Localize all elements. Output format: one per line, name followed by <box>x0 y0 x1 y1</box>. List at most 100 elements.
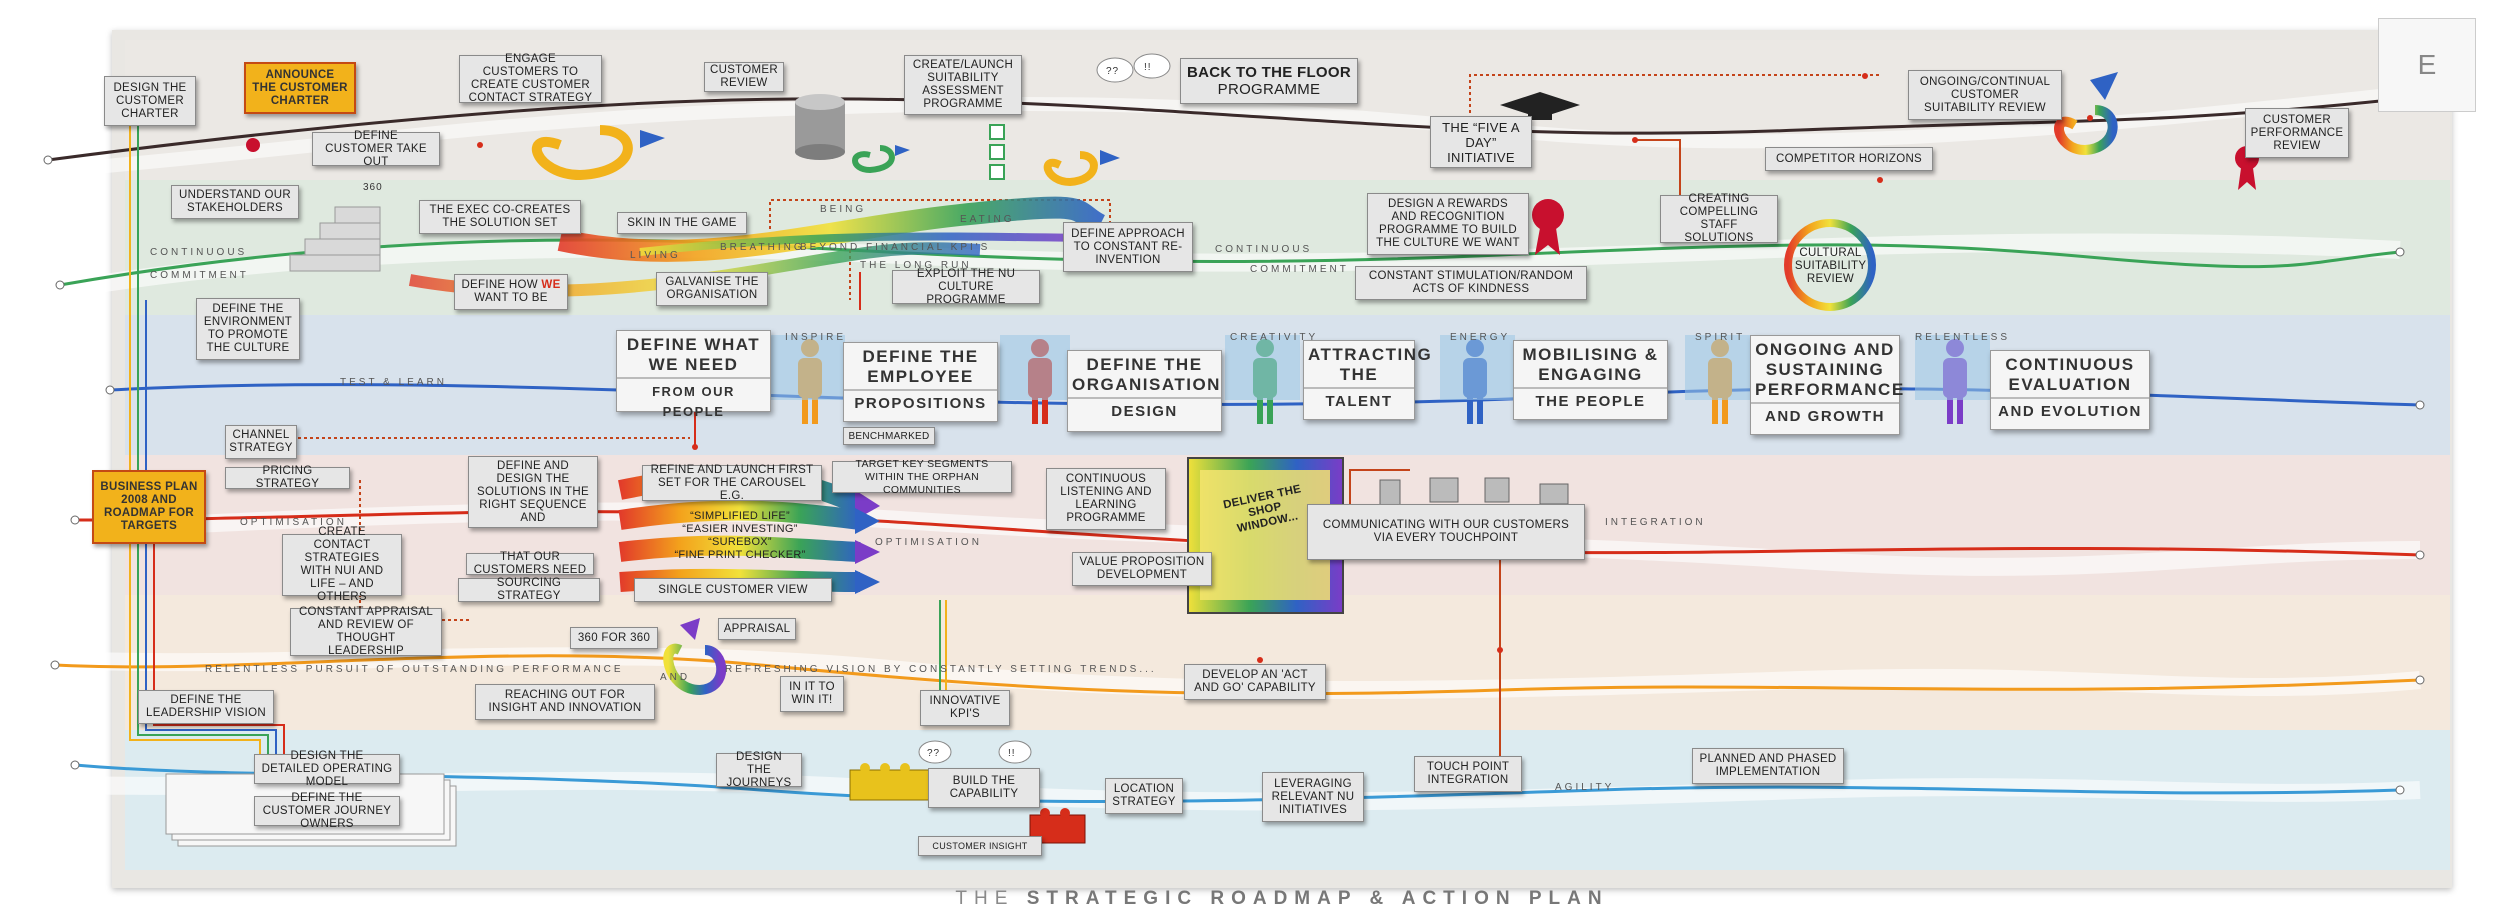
in-it-box[interactable]: IN IT TO WIN IT! <box>780 676 844 712</box>
stakeholders-label: UNDERSTAND OUR STAKEHOLDERS <box>179 189 291 214</box>
back-floor-box[interactable]: BACK TO THE FLOOR PROGRAMME <box>1180 58 1358 104</box>
define-takeout-label: DEFINE CUSTOMER TAKE OUT <box>325 129 427 168</box>
define-what-top: DEFINE WHAT WE NEED <box>626 335 761 374</box>
design-charter-box[interactable]: DESIGN THE CUSTOMER CHARTER <box>104 76 196 126</box>
continuous-listening-box[interactable]: CONTINUOUS LISTENING AND LEARNING PROGRA… <box>1046 468 1166 530</box>
constant-stim-box[interactable]: CONSTANT STIMULATION/RANDOM ACTS OF KIND… <box>1355 266 1587 300</box>
five-a-day-box[interactable]: THE “FIVE A DAY” INITIATIVE <box>1430 116 1532 168</box>
define-takeout-box[interactable]: DEFINE CUSTOMER TAKE OUT <box>312 129 440 168</box>
define-journey-owners-box[interactable]: DEFINE THE CUSTOMER JOURNEY OWNERS <box>254 792 400 830</box>
arc-being: BEING <box>820 204 866 215</box>
stakeholders-box[interactable]: UNDERSTAND OUR STAKEHOLDERS <box>171 185 299 219</box>
five-a-day-label: THE “FIVE A DAY” INITIATIVE <box>1442 119 1520 165</box>
curve-optimisation2: OPTIMISATION <box>875 537 982 548</box>
mobilise-box[interactable]: MOBILISING & ENGAGING THE PEOPLE <box>1513 340 1668 420</box>
sourcing-box[interactable]: SOURCING STRATEGY <box>458 577 600 602</box>
define-approach-box[interactable]: DEFINE APPROACH TO CONSTANT RE-INVENTION <box>1063 222 1193 272</box>
ongoing-box[interactable]: ONGOING AND SUSTAINING PERFORMANCE AND G… <box>1750 335 1903 435</box>
row6-q1: ?? <box>927 748 940 759</box>
develop-act-box[interactable]: DEVELOP AN 'ACT AND GO' CAPABILITY <box>1184 664 1326 700</box>
location-box[interactable]: LOCATION STRATEGY <box>1105 778 1183 814</box>
leveraging-box[interactable]: LEVERAGING RELEVANT NU INITIATIVES <box>1262 772 1364 822</box>
page-title: THE STRATEGIC ROADMAP & ACTION PLAN <box>112 888 2452 920</box>
planned-phased-box[interactable]: PLANNED AND PHASED IMPLEMENTATION <box>1692 748 1844 784</box>
design-op-box[interactable]: DESIGN THE DETAILED OPERATING MODEL <box>254 750 400 788</box>
design-journeys-box[interactable]: DESIGN THE JOURNEYS <box>716 751 802 789</box>
define-env-box[interactable]: DEFINE THE ENVIRONMENT TO PROMOTE THE CU… <box>196 298 300 360</box>
develop-act-label: DEVELOP AN 'ACT AND GO' CAPABILITY <box>1194 669 1316 694</box>
innovative-kpis-label: INNOVATIVE KPI'S <box>929 695 1001 720</box>
define-journey-owners-label: DEFINE THE CUSTOMER JOURNEY OWNERS <box>262 791 392 830</box>
appraisal-box[interactable]: APPRAISAL <box>718 618 796 640</box>
word-inspire: INSPIRE <box>785 332 846 343</box>
lego-yellow-icon <box>849 763 936 801</box>
constant-stim-label: CONSTANT STIMULATION/RANDOM ACTS OF KIND… <box>1368 270 1574 295</box>
galvanise-label: GALVANISE THE ORGANISATION <box>665 276 759 301</box>
carousel-item-3: “SUREBOX” <box>708 536 772 548</box>
customer-insight-box[interactable]: CUSTOMER INSIGHT <box>918 836 1042 856</box>
connector-4 <box>1635 139 1681 195</box>
create-contact-box[interactable]: CREATE CONTACT STRATEGIES WITH NUI AND L… <box>282 526 402 603</box>
single-view-box[interactable]: SINGLE CUSTOMER VIEW <box>634 578 832 602</box>
competitor-box[interactable]: COMPETITOR HORIZONS <box>1765 147 1933 171</box>
build-capability-box[interactable]: BUILD THE CAPABILITY <box>928 768 1040 808</box>
pricing-box[interactable]: PRICING STRATEGY <box>225 465 350 490</box>
org-box[interactable]: DEFINE THE ORGANISATION DESIGN <box>1067 350 1222 432</box>
sky-panels <box>770 335 1990 400</box>
arc-eating: EATING <box>960 214 1014 225</box>
continuous-box[interactable]: CONTINUOUS EVALUATION AND EVOLUTION <box>1990 350 2150 430</box>
creating-staff-box[interactable]: CREATING COMPELLING STAFF SOLUTIONS <box>1660 193 1778 244</box>
business-plan-box[interactable]: BUSINESS PLAN 2008 AND ROADMAP FOR TARGE… <box>92 470 206 544</box>
define-how-box[interactable]: DEFINE HOW WE WANT TO BE <box>454 274 568 310</box>
appraisal-label: APPRAISAL <box>723 622 791 635</box>
staircase-icon <box>289 206 381 272</box>
talent-top: ATTRACTING THE <box>1308 345 1433 384</box>
skin-in-game-box[interactable]: SKIN IN THE GAME <box>617 212 747 234</box>
curve-continuous2: CONTINUOUS <box>1215 244 1312 255</box>
define-design-box[interactable]: DEFINE AND DESIGN THE SOLUTIONS IN THE R… <box>468 456 598 528</box>
carousel-ribbon-3 <box>618 535 861 562</box>
devices-icon <box>1379 477 1569 507</box>
label-360-360-box[interactable]: 360 FOR 360 <box>570 627 658 649</box>
rewards-label: DESIGN A REWARDS AND RECOGNITION PROGRAM… <box>1376 198 1520 249</box>
customer-review-box[interactable]: CUSTOMER REVIEW <box>704 62 784 92</box>
communicating-box[interactable]: COMMUNICATING WITH OUR CUSTOMERS VIA EVE… <box>1307 504 1585 560</box>
galvanise-box[interactable]: GALVANISE THE ORGANISATION <box>656 272 768 306</box>
define-leadership-box[interactable]: DEFINE THE LEADERSHIP VISION <box>138 690 274 724</box>
that-our-box[interactable]: THAT OUR CUSTOMERS NEED <box>466 551 594 576</box>
exec-cocreate-label: THE EXEC CO-CREATES THE SOLUTION SET <box>429 204 571 229</box>
ongoing-review-box[interactable]: ONGOING/CONTINUAL CUSTOMER SUITABILITY R… <box>1908 70 2062 120</box>
arc-longrun: THE LONG RUN <box>860 260 972 271</box>
value-prop-box[interactable]: VALUE PROPOSITION DEVELOPMENT <box>1072 552 1212 586</box>
curve-refreshing: REFRESHING VISION BY CONSTANTLY SETTING … <box>725 664 1157 675</box>
touch-point-box[interactable]: TOUCH POINT INTEGRATION <box>1414 756 1522 792</box>
curve-agility: AGILITY <box>1555 782 1614 793</box>
define-what-box[interactable]: DEFINE WHAT WE NEED FROM OUR PEOPLE <box>616 330 771 419</box>
announce-charter-box[interactable]: ANNOUNCE THE CUSTOMER CHARTER <box>244 62 356 114</box>
employee-box[interactable]: DEFINE THE EMPLOYEE PROPOSITIONS <box>843 342 998 422</box>
cultural-review-box[interactable]: CULTURAL SUITABILITY REVIEW <box>1793 245 1868 287</box>
curve-relentless: RELENTLESS PURSUIT OF OUTSTANDING PERFOR… <box>205 664 624 675</box>
innovative-kpis-box[interactable]: INNOVATIVE KPI'S <box>920 690 1010 726</box>
define-approach-label: DEFINE APPROACH TO CONSTANT RE-INVENTION <box>1071 227 1185 266</box>
rewards-box[interactable]: DESIGN A REWARDS AND RECOGNITION PROGRAM… <box>1367 193 1529 255</box>
talent-box[interactable]: ATTRACTING THE TALENT <box>1303 340 1433 420</box>
exploit-box[interactable]: EXPLOIT THE NU CULTURE PROGRAMME <box>892 268 1040 306</box>
benchmarked-box[interactable]: BENCHMARKED <box>843 427 935 445</box>
exec-cocreate-box[interactable]: THE EXEC CO-CREATES THE SOLUTION SET <box>419 200 581 234</box>
constant-appraisal-box[interactable]: CONSTANT APPRAISAL AND REVIEW OF THOUGHT… <box>290 606 442 657</box>
reaching-out-box[interactable]: REACHING OUT FOR INSIGHT AND INNOVATION <box>475 684 655 720</box>
curve-commitment: COMMITMENT <box>150 270 249 281</box>
target-segments-label: TARGET KEY SEGMENTS WITHIN THE ORPHAN CO… <box>855 457 989 496</box>
deliver-shop-label: DELIVER THE SHOP WINDOW... <box>1222 482 1303 535</box>
target-segments-box[interactable]: TARGET KEY SEGMENTS WITHIN THE ORPHAN CO… <box>832 458 1012 496</box>
perf-review-box[interactable]: CUSTOMER PERFORMANCE REVIEW <box>2245 108 2349 158</box>
channel-box[interactable]: CHANNEL STRATEGY <box>225 425 297 459</box>
org-top: DEFINE THE ORGANISATION <box>1072 355 1221 394</box>
engage-contact-box[interactable]: ENGAGE CUSTOMERS TO CREATE CUSTOMER CONT… <box>459 53 602 104</box>
suitability-box[interactable]: CREATE/LAUNCH SUITABILITY ASSESSMENT PRO… <box>904 55 1022 115</box>
announce-charter-label: ANNOUNCE THE CUSTOMER CHARTER <box>252 68 348 107</box>
refine-launch-box[interactable]: REFINE AND LAUNCH FIRST SET FOR THE CARO… <box>642 464 822 502</box>
